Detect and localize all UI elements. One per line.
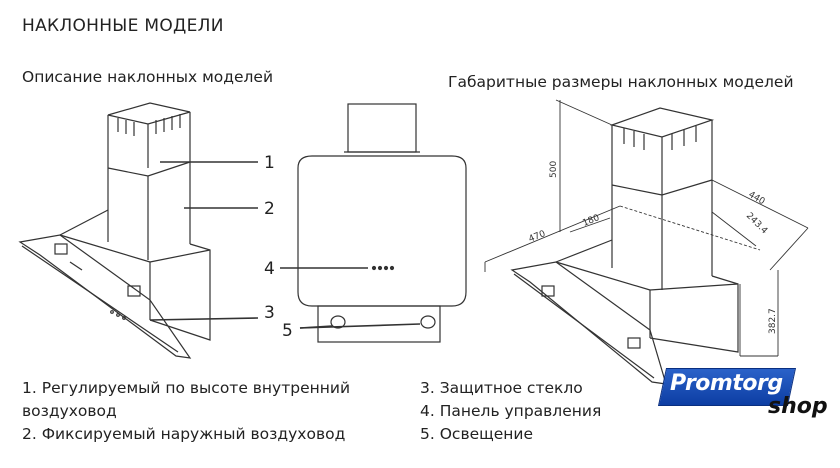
right-hood-drawing [484, 99, 809, 385]
legend-item-5: 5. Освещение [420, 425, 533, 443]
legend-right: 3. Защитное стекло 4. Панель управления … [420, 377, 601, 446]
middle-hood-drawing [280, 103, 467, 343]
callout-3: 3 [264, 303, 275, 323]
callout-2: 2 [264, 199, 275, 219]
dim-duct-width: 243.4 [744, 211, 769, 236]
logo-shop-text: shop [768, 394, 828, 419]
left-subtitle: Описание наклонных моделей [22, 68, 274, 86]
legend-item-2: 2. Фиксируемый наружный воздуховод [22, 425, 346, 443]
left-hood-drawing [18, 102, 259, 359]
callout-1: 1 [264, 153, 275, 173]
legend-item-1-line1: 1. Регулируемый по высоте внутренний [22, 379, 351, 397]
legend-left: 1. Регулируемый по высоте внутренний воз… [22, 377, 350, 446]
legend-item-3: 3. Защитное стекло [420, 379, 583, 397]
dim-width: 440 [747, 190, 767, 207]
legend-item-4: 4. Панель управления [420, 402, 602, 420]
logo-main-text: Promtorg [670, 371, 783, 396]
right-subtitle: Габаритные размеры наклонных моделей [448, 73, 794, 91]
legend-item-1-line2: воздуховод [22, 402, 117, 420]
callout-4: 4 [264, 259, 275, 279]
page-title: НАКЛОННЫЕ МОДЕЛИ [22, 16, 224, 36]
promtorg-shop-logo: Promtorg shop [657, 368, 832, 424]
dim-body-height: 382.7 [768, 308, 778, 334]
dim-height-total: 500 [549, 161, 559, 178]
callout-5: 5 [282, 321, 293, 341]
dim-depth: 470 [527, 229, 547, 245]
